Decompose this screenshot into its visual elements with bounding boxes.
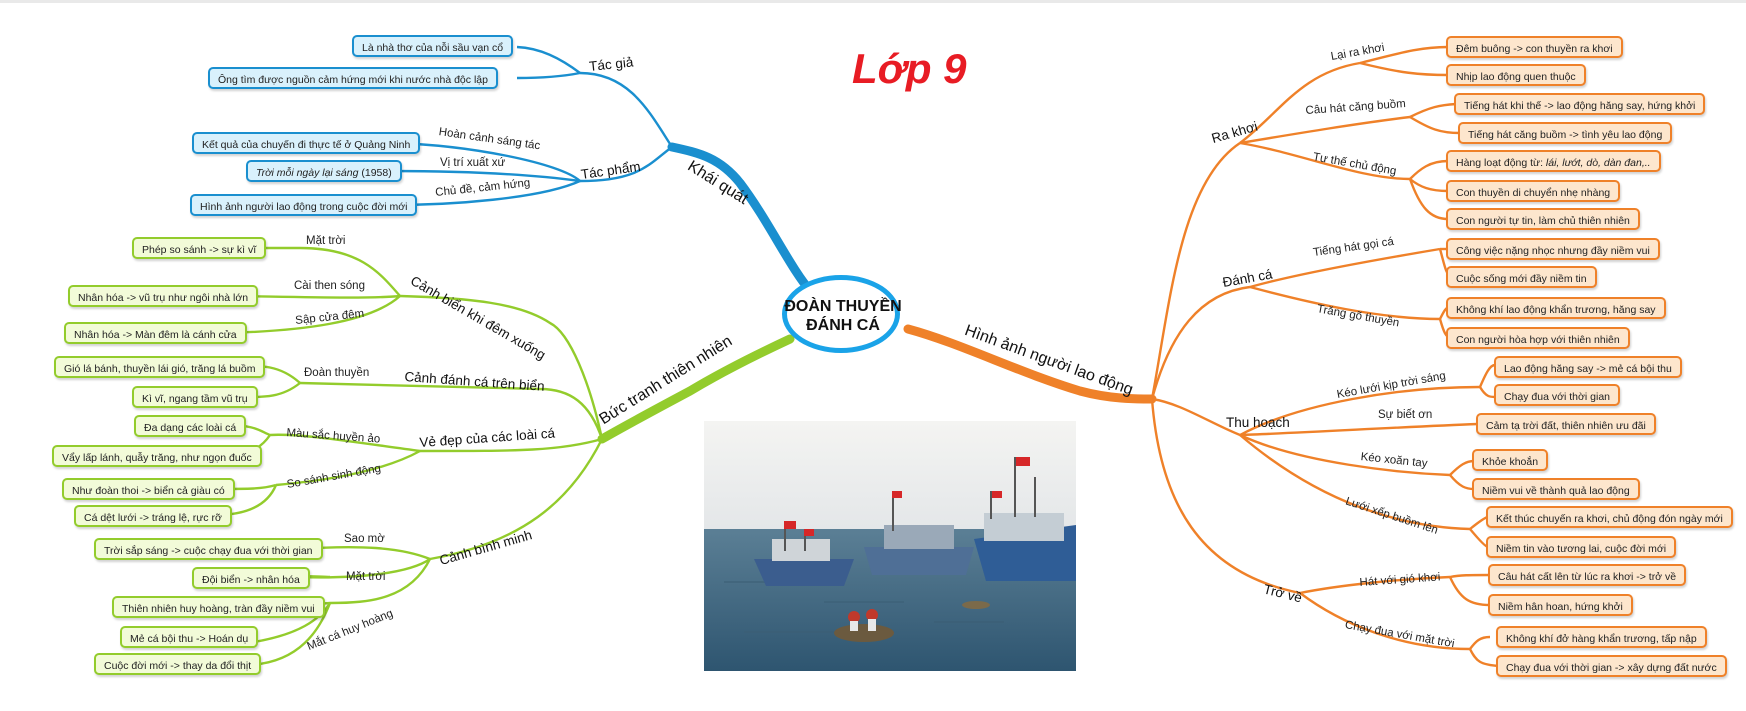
leaf-canh-bien-1[interactable]: Phép so sánh -> sự kì vĩ — [132, 237, 267, 259]
leaf-canh-bien-3[interactable]: Nhân hóa -> Màn đêm là cánh cửa — [64, 322, 247, 344]
leaf-canh-binh-minh-5[interactable]: Cuộc đời mới -> thay da đổi thịt — [94, 653, 262, 675]
leaf-canh-bien-2[interactable]: Nhân hóa -> vũ trụ như ngôi nhà lớn — [68, 285, 259, 307]
leaf-ra-khoi-7[interactable]: Con người tự tin, làm chủ thiên nhiên — [1446, 208, 1640, 230]
leaf-ra-khoi-5[interactable]: Hàng loạt động từ: lái, lướt, dò, dàn đa… — [1446, 150, 1661, 172]
leaf-thu-hoach-2[interactable]: Chạy đua với thời gian — [1494, 384, 1620, 406]
leaf-canh-binh-minh-2[interactable]: Đội biển -> nhân hóa — [192, 567, 310, 589]
leaf-tro-ve-3[interactable]: Không khí đở hàng khẩn trương, tấp nập — [1496, 626, 1707, 648]
leaf-tro-ve-4[interactable]: Chạy đua với thời gian -> xây dựng đất n… — [1496, 655, 1727, 677]
leaf-canh-binh-minh-3[interactable]: Thiên nhiên huy hoàng, tràn đầy niềm vui — [112, 596, 325, 618]
leaf-thu-hoach-6[interactable]: Kết thúc chuyến ra khơi, chủ động đón ng… — [1486, 506, 1733, 528]
central-topic[interactable]: ĐOÀN THUYỀN ĐÁNH CÁ — [782, 275, 904, 357]
leaf-thu-hoach-5[interactable]: Niềm vui về thành quả lao động — [1472, 478, 1640, 500]
leaf-thu-hoach-4[interactable]: Khỏe khoắn — [1472, 449, 1549, 471]
central-topic-ring — [782, 275, 900, 353]
leaf-tro-ve-1[interactable]: Câu hát cất lên từ lúc ra khơi -> trở về — [1488, 564, 1687, 586]
leaf-canh-danh-ca-1[interactable]: Gió lá bánh, thuyền lái gió, trăng lá bu… — [54, 356, 266, 378]
leaf-ve-dep-3[interactable]: Như đoàn thoi -> biển cả giàu có — [62, 478, 235, 500]
leaf-ra-khoi-1[interactable]: Đêm buông -> con thuyền ra khơi — [1446, 36, 1623, 58]
link-mat-troi-2: Mặt trời — [346, 571, 386, 583]
leaf-ra-khoi-4[interactable]: Tiếng hát căng buồm -> tình yêu lao động — [1458, 122, 1673, 144]
page-title: Lớp 9 — [852, 45, 967, 92]
leaf-tac-gia-2[interactable]: Ông tìm được nguồn cảm hứng mới khi nước… — [208, 67, 498, 89]
leaf-tac-gia-1[interactable]: Là nhà thơ của nỗi sầu vạn cổ — [352, 35, 514, 57]
leaf-ve-dep-2[interactable]: Vẩy lấp lánh, quẫy trăng, như ngọn đuốc — [52, 445, 262, 467]
leaf-tac-pham-2-title: Trời mỗi ngày lại sáng — [256, 167, 359, 179]
link-sao-mo: Sao mờ — [344, 533, 385, 545]
link-mat-troi: Mặt trời — [306, 235, 346, 247]
leaf-tro-ve-2[interactable]: Niềm hân hoan, hứng khởi — [1488, 594, 1633, 616]
leaf-danh-ca-1[interactable]: Công việc nặng nhọc nhưng đầy niềm vui — [1446, 238, 1660, 260]
leaf-tac-pham-1[interactable]: Kết quả của chuyến đi thực tế ở Quảng Ni… — [192, 132, 421, 154]
leaf-thu-hoach-7[interactable]: Niềm tin vào tương lai, cuộc đời mới — [1486, 536, 1677, 558]
leaf-thu-hoach-3[interactable]: Cảm tạ trời đất, thiên nhiên ưu đãi — [1476, 413, 1656, 435]
leaf-ra-khoi-6[interactable]: Con thuyền di chuyển nhẹ nhàng — [1446, 180, 1621, 202]
leaf-danh-ca-3[interactable]: Không khí lao động khẩn trương, hăng say — [1446, 297, 1666, 319]
leaf-ra-khoi-2[interactable]: Nhịp lao động quen thuộc — [1446, 64, 1586, 86]
topic-thu-hoach[interactable]: Thu hoạch — [1226, 415, 1290, 430]
link-vi-tri-xuat-xu: Vị trí xuất xứ — [440, 157, 506, 169]
leaf-tac-pham-3[interactable]: Hình ảnh người lao động trong cuộc đời m… — [190, 194, 418, 216]
leaf-danh-ca-4[interactable]: Con người hòa hợp với thiên nhiên — [1446, 327, 1630, 349]
leaf-canh-binh-minh-1[interactable]: Trời sắp sáng -> cuộc chạy đua với thời … — [94, 538, 323, 560]
leaf-ve-dep-4[interactable]: Cá dệt lưới -> tráng lệ, rực rỡ — [74, 505, 232, 527]
photo-fishing-boats — [704, 421, 1076, 671]
leaf-ve-dep-1[interactable]: Đa dạng các loài cá — [134, 415, 247, 437]
leaf-ra-khoi-5-prefix: Hàng loạt động từ: — [1456, 157, 1546, 169]
link-cai-then-song: Cài then sóng — [294, 280, 365, 292]
leaf-canh-binh-minh-4[interactable]: Mẻ cá bội thu -> Hoán dụ — [120, 626, 259, 648]
leaf-ra-khoi-3[interactable]: Tiếng hát khi thế -> lao động hăng say, … — [1454, 93, 1706, 115]
link-doan-thuyen: Đoàn thuyền — [304, 367, 370, 379]
leaf-tac-pham-2[interactable]: Trời mỗi ngày lại sáng (1958) — [246, 160, 402, 182]
leaf-canh-danh-ca-2[interactable]: Kì vĩ, ngang tầm vũ trụ — [132, 386, 258, 408]
leaf-ra-khoi-5-verbs: lái, lướt, dò, dàn đan,.. — [1545, 157, 1651, 169]
leaf-tac-pham-2-year: (1958) — [361, 167, 392, 179]
central-topic-label: ĐOÀN THUYỀN ĐÁNH CÁ — [784, 298, 902, 334]
leaf-danh-ca-2[interactable]: Cuộc sống mới đầy niềm tin — [1446, 266, 1597, 288]
leaf-thu-hoach-1[interactable]: Lao động hăng say -> mẻ cá bội thu — [1494, 356, 1682, 378]
link-su-biet-on: Sự biết ơn — [1378, 409, 1433, 421]
